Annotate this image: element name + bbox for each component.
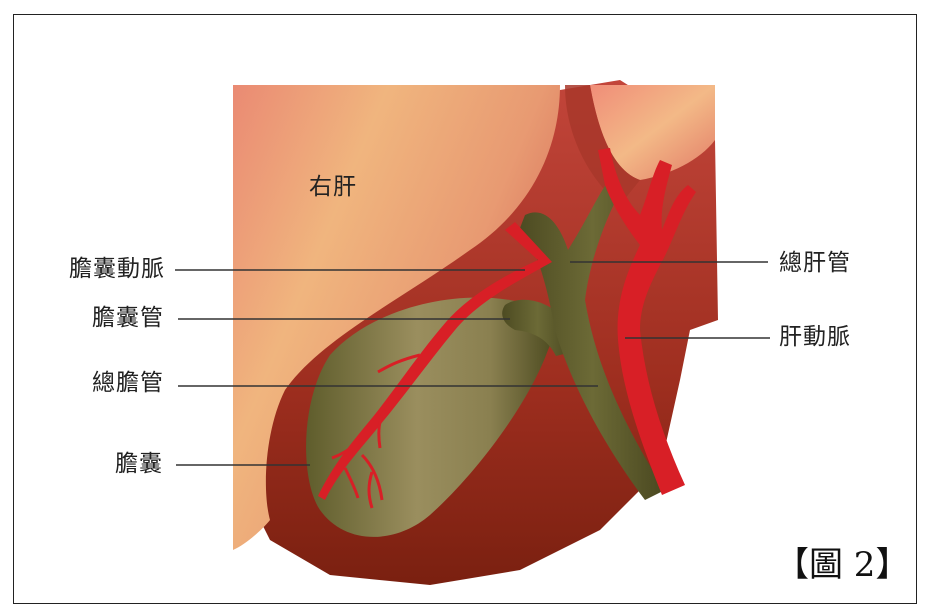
label-cystic-duct: 膽囊管 (92, 307, 164, 330)
label-right-liver: 右肝 (309, 176, 357, 199)
label-cystic-artery: 膽囊動脈 (69, 258, 165, 281)
label-hepatic-artery: 肝動脈 (779, 326, 851, 349)
figure-caption: 【圖 2】 (775, 548, 909, 582)
label-common-hepatic-duct: 總肝管 (779, 252, 851, 275)
label-gallbladder: 膽囊 (115, 453, 163, 476)
label-common-bile-duct: 總膽管 (92, 372, 164, 395)
